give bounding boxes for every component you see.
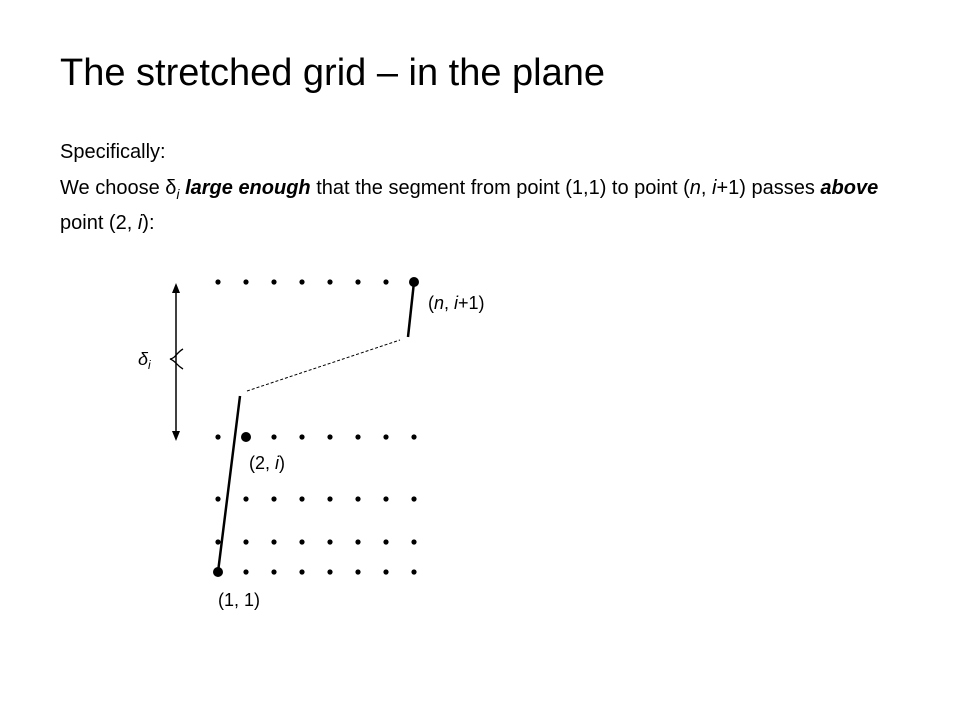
grid-dot — [383, 539, 389, 545]
para-n: n — [689, 177, 701, 199]
grid-dot — [215, 279, 221, 285]
grid-dot — [411, 569, 417, 575]
delta-arrow-head-up — [172, 283, 180, 293]
grid-dot — [355, 434, 361, 440]
grid-dot — [327, 434, 333, 440]
grid-dot — [355, 539, 361, 545]
grid-dot — [243, 279, 249, 285]
para-i-2: i — [137, 212, 143, 234]
para-text-12: ): — [142, 212, 155, 234]
highlighted-grid-point — [241, 432, 251, 442]
grid-dot — [411, 496, 417, 502]
grid-dot — [327, 569, 333, 575]
grid-dot — [243, 496, 249, 502]
grid-dot — [355, 496, 361, 502]
slide-title: The stretched grid – in the plane — [60, 52, 606, 94]
grid-dot — [215, 496, 221, 502]
segment-left-bar — [216, 395, 242, 573]
delta-brace — [169, 348, 184, 370]
grid-dot — [271, 496, 277, 502]
para-text-8: +1) passes — [716, 177, 821, 199]
para-large-enough: large enough — [185, 177, 311, 199]
delta-bracket — [169, 283, 184, 441]
grid-dot — [243, 539, 249, 545]
grid-dot — [271, 279, 277, 285]
grid-dot — [327, 279, 333, 285]
delta-label: δi — [138, 349, 151, 372]
grid-dot — [271, 539, 277, 545]
para-text-4: that the segment from point (1,1) to poi… — [310, 177, 690, 199]
grid-dot — [299, 434, 305, 440]
grid-dot — [299, 496, 305, 502]
paragraph-choose-delta: We choose δi large enough that the segme… — [60, 174, 880, 238]
grid-dot — [383, 434, 389, 440]
label-n-i-plus-1: (n, i+1) — [428, 293, 485, 313]
grid-dot — [327, 539, 333, 545]
segment-right-bar — [406, 281, 416, 338]
grid-dot — [327, 496, 333, 502]
para-above: above — [820, 177, 879, 199]
grid-dot — [215, 539, 221, 545]
grid-dot — [355, 279, 361, 285]
grid-dot — [355, 569, 361, 575]
grid-dot — [299, 569, 305, 575]
para-text-1: We choose δ — [60, 177, 177, 199]
grid-dot — [383, 496, 389, 502]
grid-dot — [383, 279, 389, 285]
grid-dot — [243, 569, 249, 575]
grid-dot — [383, 569, 389, 575]
grid-dot — [299, 539, 305, 545]
para-delta-subscript: i — [176, 186, 180, 202]
dashed-segment — [246, 339, 401, 392]
para-text-6: , — [700, 177, 712, 199]
label-1-1: (1, 1) — [218, 590, 260, 610]
grid-dots — [213, 277, 419, 577]
para-text-10: point (2, — [60, 212, 138, 234]
grid-dot — [299, 279, 305, 285]
delta-arrow-head-down — [172, 431, 180, 441]
text-specifically: Specifically: — [60, 141, 166, 163]
grid-dot — [411, 434, 417, 440]
grid-dot — [271, 569, 277, 575]
grid-dot — [215, 434, 221, 440]
grid-dot — [411, 539, 417, 545]
label-2-i: (2, i) — [249, 453, 285, 473]
grid-dot — [271, 434, 277, 440]
para-i: i — [712, 177, 717, 199]
